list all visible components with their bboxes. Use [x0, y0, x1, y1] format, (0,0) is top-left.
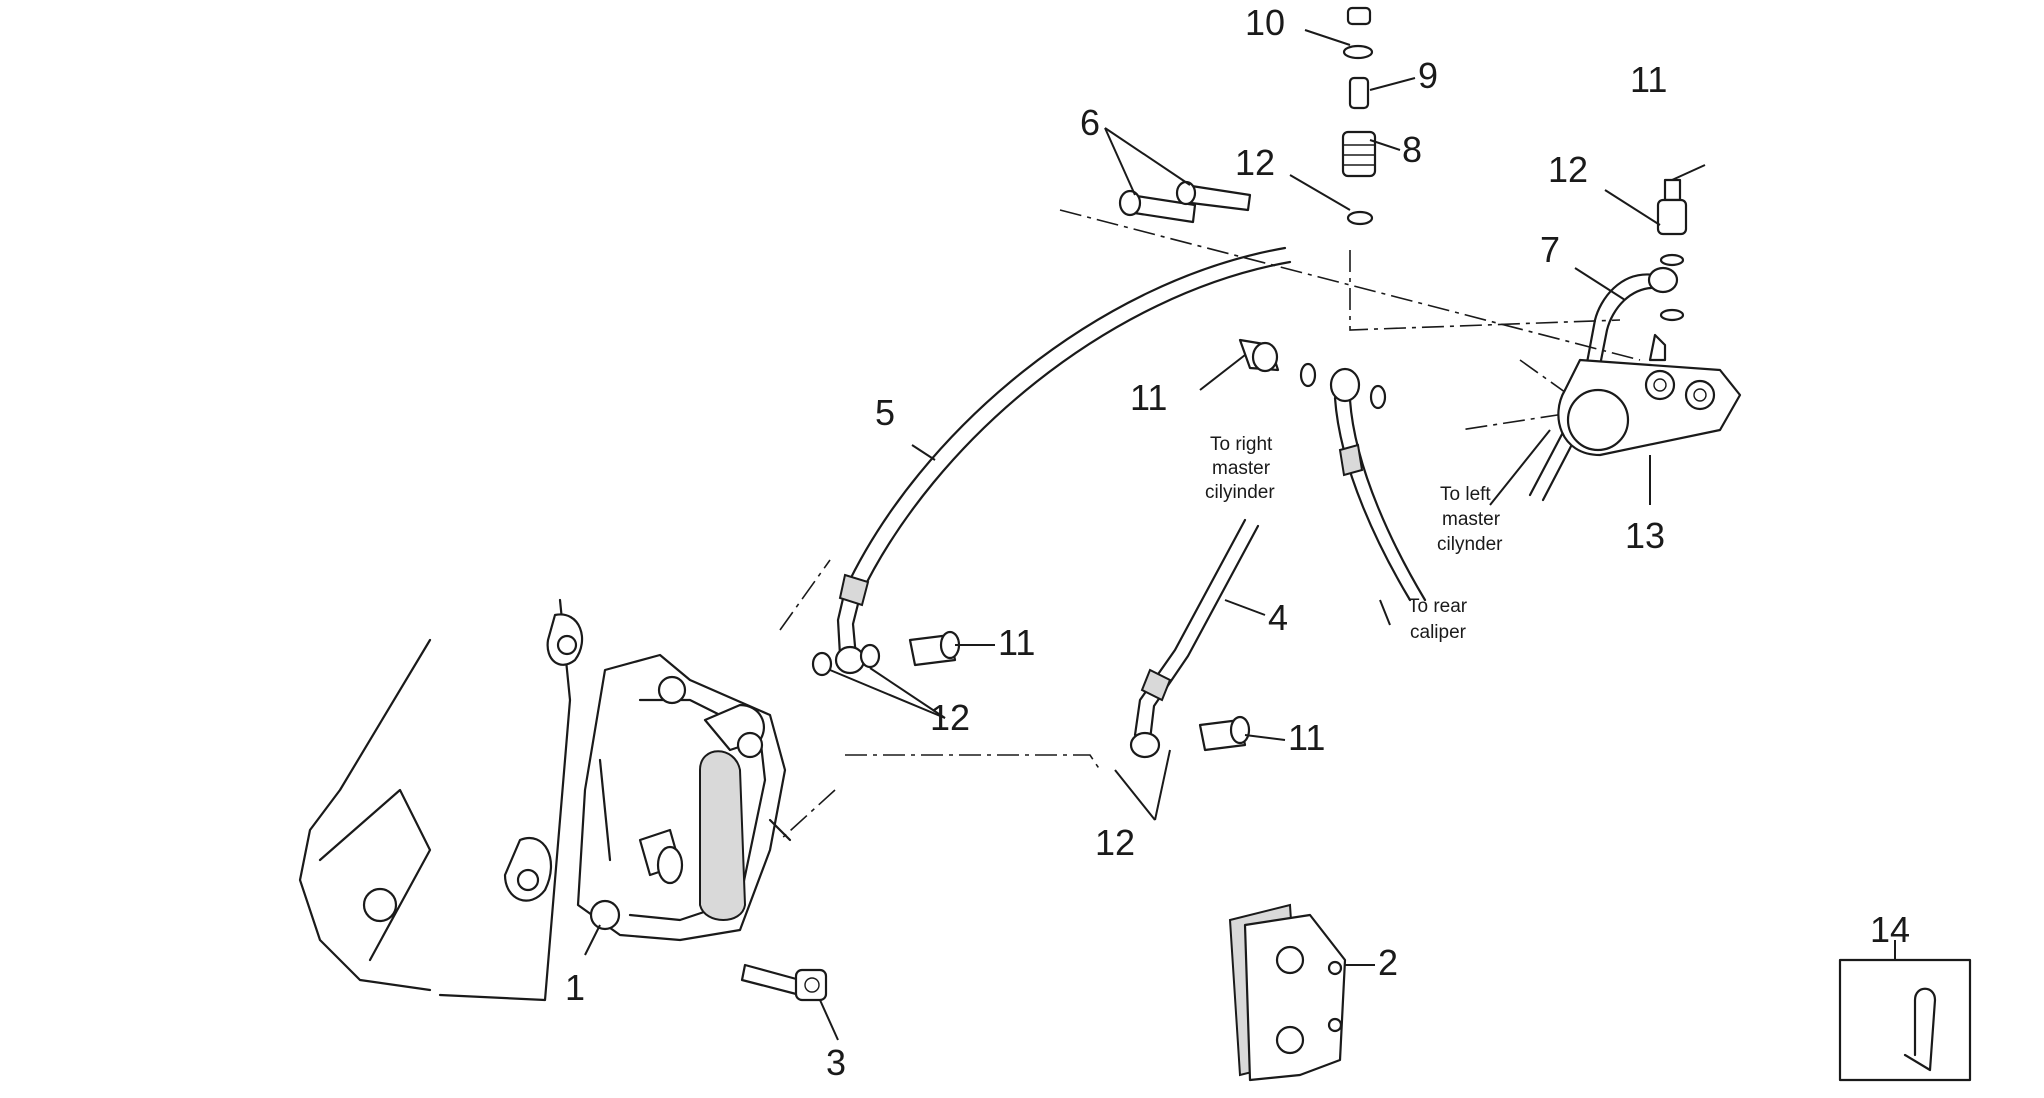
- note-rear-caliper-line-2: caliper: [1410, 622, 1467, 643]
- note-left-master-line-1: To left: [1440, 484, 1491, 505]
- callout-12-right: 12: [1095, 822, 1135, 863]
- callout-labels: 1 2 3 4 5 6 7 8 9 10 11 11 11 11 12 12 1…: [565, 2, 1910, 1083]
- routing-notes: To right master cilyinder To left master…: [1205, 434, 1503, 643]
- note-right-master-line-2: master: [1212, 458, 1271, 479]
- callout-7: 7: [1540, 229, 1560, 270]
- callout-3: 3: [826, 1042, 846, 1083]
- callout-10: 10: [1245, 2, 1285, 43]
- callout-12-bleed: 12: [1235, 142, 1275, 183]
- callout-4: 4: [1268, 597, 1288, 638]
- banjo-bolt-and-washers: [908, 338, 1427, 752]
- callout-14: 14: [1870, 909, 1910, 950]
- note-right-master-line-3: cilyinder: [1205, 482, 1275, 503]
- callout-2: 2: [1378, 942, 1398, 983]
- note-right-master: To right master cilyinder: [1205, 434, 1275, 503]
- hose-front-caliper: [811, 246, 1292, 677]
- caliper-bolt: [740, 963, 828, 1002]
- note-left-master-line-3: cilynder: [1437, 534, 1503, 555]
- callout-12-master: 12: [1548, 149, 1588, 190]
- callout-11-master: 11: [1630, 59, 1667, 100]
- note-left-master: To left master cilynder: [1437, 484, 1503, 555]
- callout-6: 6: [1080, 102, 1100, 143]
- note-rear-caliper: To rear caliper: [1408, 596, 1468, 643]
- callout-11-banjo: 11: [1130, 377, 1167, 418]
- brake-pads: [1228, 903, 1347, 1082]
- brake-caliper: [576, 653, 792, 942]
- note-rear-caliper-line-1: To rear: [1408, 596, 1468, 617]
- hose-left-master: [1528, 266, 1679, 502]
- accessory-box: [1838, 958, 1972, 1082]
- callout-5: 5: [875, 392, 895, 433]
- hydraulic-junction: [1557, 178, 1742, 457]
- callout-1: 1: [565, 967, 585, 1008]
- callout-9: 9: [1418, 55, 1438, 96]
- note-right-master-line-1: To right: [1210, 434, 1273, 455]
- hose-right-master: [1129, 518, 1260, 759]
- callout-11-right: 11: [1288, 717, 1325, 758]
- callout-11-caliper: 11: [998, 622, 1035, 663]
- callout-13: 13: [1625, 515, 1665, 556]
- bolts-6: [1118, 180, 1252, 224]
- fork-leg: [298, 598, 584, 1002]
- leader-lines: [584, 29, 1896, 1041]
- callout-12-caliper: 12: [930, 697, 970, 738]
- note-left-master-line-2: master: [1442, 509, 1501, 530]
- callout-8: 8: [1402, 129, 1422, 170]
- bleed-valve-stack: [1341, 6, 1377, 226]
